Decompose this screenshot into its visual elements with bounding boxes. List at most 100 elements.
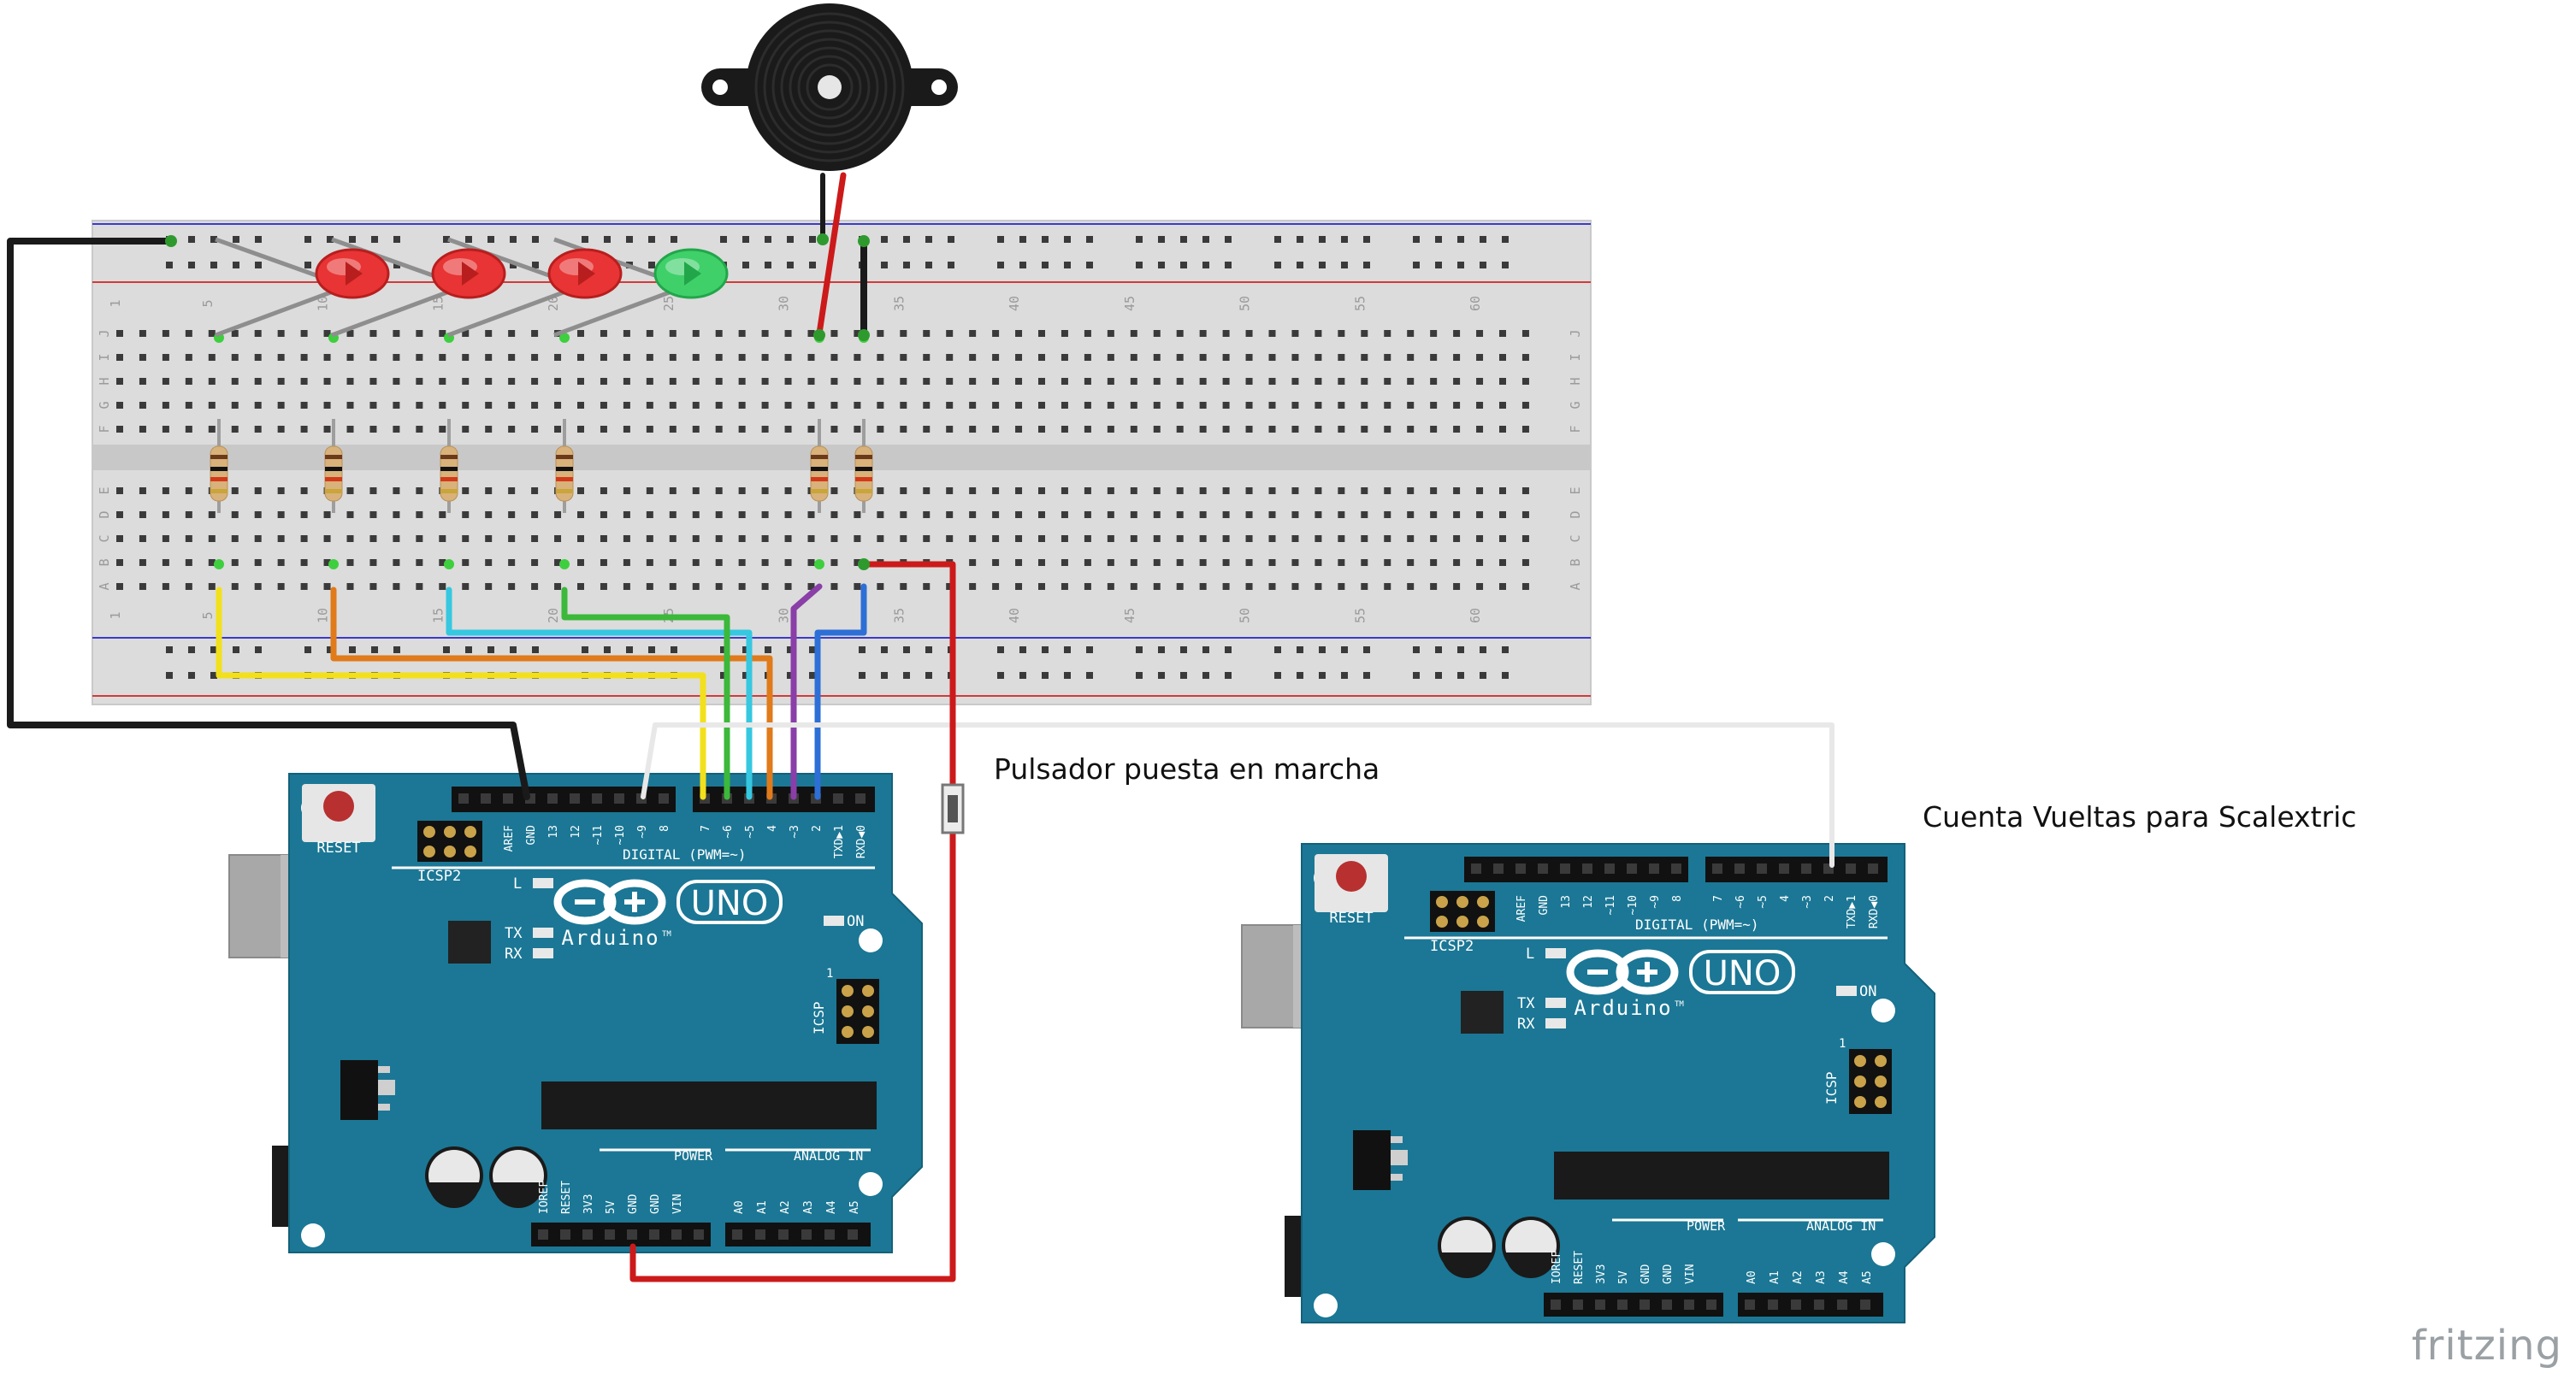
rail-hole [765, 236, 771, 243]
hole [1338, 535, 1345, 542]
column-number: 40 [1007, 296, 1022, 311]
hole [1153, 511, 1161, 518]
hole [485, 378, 493, 385]
capacitor-stripe [1441, 1252, 1492, 1278]
hole [900, 330, 907, 337]
rail-hole [465, 646, 472, 653]
rail-hole [925, 672, 932, 679]
hole [116, 511, 123, 518]
hole [1061, 426, 1068, 433]
hole [369, 559, 377, 566]
hole [761, 354, 769, 361]
hole [554, 511, 562, 518]
rail-hole [327, 646, 334, 653]
power-pin-label: IOREF [538, 1181, 551, 1214]
header-pin [1801, 863, 1811, 874]
hole [738, 535, 746, 542]
rail-hole [1202, 646, 1209, 653]
hole [1407, 511, 1415, 518]
hole [807, 354, 815, 361]
arduino-board [1301, 843, 1935, 1323]
hole [231, 487, 239, 494]
icsp-pin [1875, 1055, 1887, 1067]
rail-hole [787, 672, 794, 679]
hole [139, 487, 146, 494]
row-letter: D [1568, 510, 1583, 518]
resistor-band [210, 455, 227, 459]
hole [1291, 511, 1299, 518]
row-letter: B [1568, 558, 1583, 566]
hole [830, 511, 838, 518]
hole [277, 378, 285, 385]
hole [1107, 583, 1114, 590]
rail-hole [1042, 236, 1049, 243]
rail-hole [1413, 262, 1420, 268]
rail-hole [881, 672, 888, 679]
resistor-band [210, 467, 227, 471]
arduino-text: Arduino [1574, 996, 1672, 1020]
column-number: 25 [661, 296, 676, 311]
hole [692, 535, 700, 542]
rail-hole [188, 236, 195, 243]
rail-hole [1158, 672, 1165, 679]
hole [1315, 535, 1322, 542]
hole [1453, 426, 1461, 433]
resistor-body [324, 445, 343, 502]
hole [854, 402, 861, 409]
hole [692, 426, 700, 433]
rail-hole [881, 262, 888, 268]
hole [185, 583, 192, 590]
hole [784, 511, 792, 518]
small-chip [448, 921, 491, 964]
hole [1199, 559, 1207, 566]
hole [208, 378, 216, 385]
rail-hole [720, 672, 727, 679]
pin-label: ~10 [1627, 895, 1640, 915]
pin-label: 8 [659, 825, 671, 832]
pin-label: ~3 [789, 825, 801, 839]
hole [1315, 583, 1322, 590]
power-pin-label: 5V [1617, 1270, 1630, 1284]
hole [254, 559, 262, 566]
row-letter: F [97, 425, 112, 433]
rail-hole [948, 236, 954, 243]
hole [1476, 511, 1484, 518]
hole [1130, 330, 1137, 337]
hole [393, 330, 400, 337]
hole [231, 378, 239, 385]
hole [462, 583, 470, 590]
hole [1407, 402, 1415, 409]
arduino-logo-left [1566, 949, 1629, 995]
rail-hole [809, 262, 816, 268]
hole [346, 330, 354, 337]
wire-endpoint [813, 329, 825, 341]
header-pin [538, 1229, 548, 1240]
hole [600, 378, 607, 385]
rail-hole [881, 646, 888, 653]
hole [1384, 426, 1391, 433]
pin-label: AREF [1515, 895, 1528, 922]
hole [1038, 402, 1045, 409]
hole [162, 354, 169, 361]
resistor-band [556, 467, 573, 471]
hole [923, 330, 931, 337]
rail-hole [1297, 236, 1303, 243]
rail-hole [903, 672, 910, 679]
hole [669, 511, 676, 518]
hole [554, 535, 562, 542]
column-number: 30 [777, 296, 792, 311]
header-pin [855, 793, 866, 804]
hole [485, 354, 493, 361]
rail-hole [1363, 672, 1370, 679]
hole [277, 487, 285, 494]
icsp2-pin [1477, 916, 1489, 928]
pin-label: ~5 [744, 825, 757, 839]
power-pin-label: VIN [671, 1194, 684, 1214]
hole [992, 487, 1000, 494]
hole [393, 402, 400, 409]
hole [1199, 354, 1207, 361]
rail-hole [1042, 672, 1049, 679]
rail-hole [1136, 236, 1143, 243]
regulator-pin [378, 1104, 390, 1111]
